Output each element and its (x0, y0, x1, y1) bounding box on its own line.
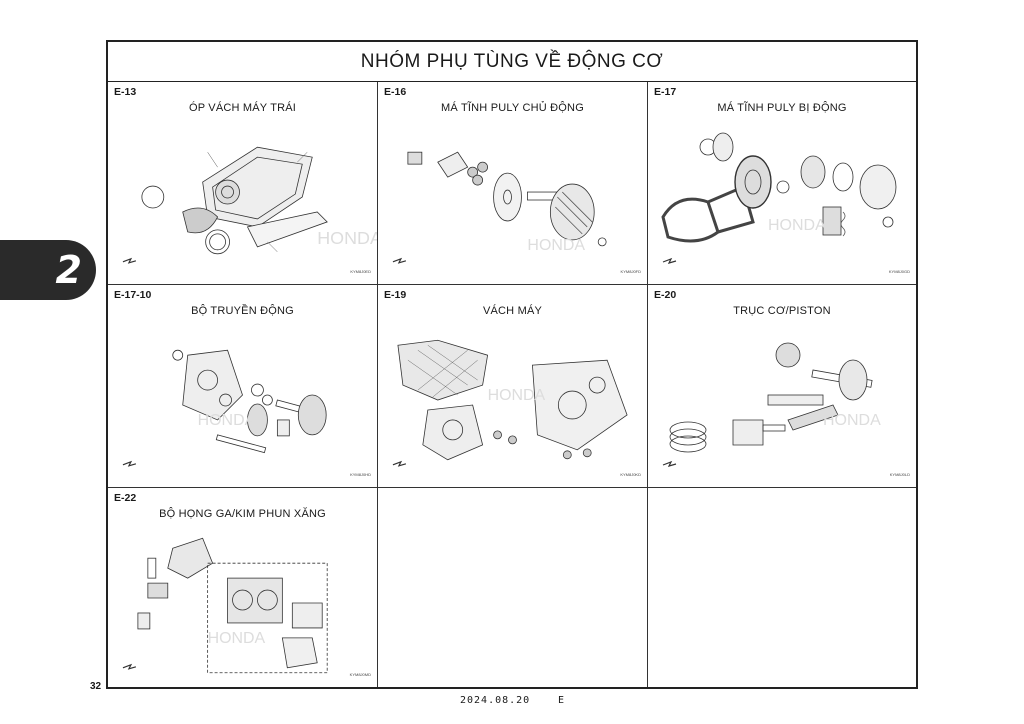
figure-ref: KYM8J0GD (888, 269, 910, 274)
figure-ref: KYM8J0FD (620, 269, 641, 274)
part-code: E-13 (114, 86, 137, 98)
part-title: TRỤC CƠ/PISTON (733, 305, 831, 317)
part-cell-e13[interactable]: E-13 ÓP VÁCH MÁY TRÁI HONDA (108, 82, 378, 285)
part-title: MÁ TĨNH PULY BỊ ĐỘNG (717, 102, 847, 114)
part-cell-e17[interactable]: E-17 MÁ TĨNH PULY BỊ ĐỘNG (648, 82, 916, 285)
section-tab[interactable]: 2 (0, 240, 96, 300)
svg-text:HONDA: HONDA (823, 412, 881, 429)
footer-date: 2024.08.20 (460, 695, 531, 706)
part-code: E-20 (654, 289, 677, 301)
figure-ref: KYM8J0ED (350, 269, 371, 274)
page-title: NHÓM PHỤ TÙNG VỀ ĐỘNG CƠ (108, 42, 916, 82)
empty-cell (378, 488, 648, 687)
part-code: E-17 (654, 86, 677, 98)
part-title: ÓP VÁCH MÁY TRÁI (188, 102, 297, 114)
exploded-diagram-crankcase: HONDA (378, 325, 647, 485)
figure-ref: KYM8J0MD (349, 672, 371, 677)
svg-text:HONDA: HONDA (208, 630, 266, 647)
parts-grid: E-13 ÓP VÁCH MÁY TRÁI HONDA (108, 82, 916, 687)
part-cell-e22[interactable]: E-22 BỘ HỌNG GA/KIM PHUN XĂNG HONDA (108, 488, 378, 687)
part-code: E-22 (114, 492, 137, 504)
svg-text:HONDA: HONDA (527, 237, 585, 254)
exploded-diagram-transmission: HONDA (108, 325, 377, 485)
part-cell-e17-10[interactable]: E-17-10 BỘ TRUYỀN ĐỘNG HONDA (108, 285, 378, 488)
footer-edition: E (558, 695, 565, 706)
exploded-diagram-crankshaft-piston: HONDA (648, 325, 916, 485)
part-title: BỘ HỌNG GA/KIM PHUN XĂNG (159, 508, 326, 520)
part-cell-e16[interactable]: E-16 MÁ TĨNH PULY CHỦ ĐỘNG HONDA KYM (378, 82, 648, 285)
section-tab-number: 2 (55, 248, 82, 292)
figure-ref: KYM8J0KD (620, 472, 641, 477)
figure-ref: KYM8J0HD (350, 472, 371, 477)
exploded-diagram-drive-pulley: HONDA (378, 122, 647, 282)
part-cell-e20[interactable]: E-20 TRỤC CƠ/PISTON HONDA (648, 285, 916, 488)
page-number: 32 (90, 681, 102, 692)
svg-text:HONDA: HONDA (488, 387, 546, 404)
exploded-diagram-driven-pulley: HONDA (648, 122, 916, 282)
part-cell-e19[interactable]: E-19 VÁCH MÁY HONDA KYM8J0KD (378, 285, 648, 488)
svg-text:HONDA: HONDA (198, 412, 256, 429)
figure-ref: KYM8J0LD (889, 472, 910, 477)
part-code: E-17-10 (114, 289, 152, 301)
exploded-diagram-throttle-body: HONDA (108, 528, 377, 687)
part-title: MÁ TĨNH PULY CHỦ ĐỘNG (441, 102, 584, 114)
part-title: BỘ TRUYỀN ĐỘNG (191, 305, 294, 317)
exploded-diagram-left-cover: HONDA (108, 122, 377, 282)
svg-text:HONDA: HONDA (768, 217, 826, 234)
part-title: VÁCH MÁY (482, 305, 543, 317)
parts-index-frame: NHÓM PHỤ TÙNG VỀ ĐỘNG CƠ E-13 ÓP VÁCH MÁ… (106, 40, 918, 689)
part-code: E-19 (384, 289, 407, 301)
part-code: E-16 (384, 86, 407, 98)
empty-cell (648, 488, 916, 687)
svg-text:HONDA: HONDA (317, 228, 377, 248)
